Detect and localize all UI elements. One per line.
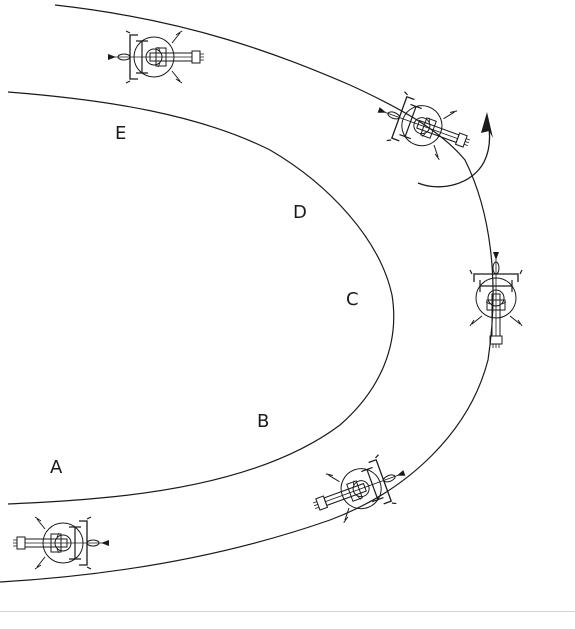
direction-arrow-head xyxy=(481,112,493,138)
motorcycle-5 xyxy=(12,516,110,570)
point-label-b: B xyxy=(257,411,270,432)
point-label-d: D xyxy=(293,202,307,223)
page-bottom-rule xyxy=(0,611,575,612)
motorcycle-1 xyxy=(107,30,205,84)
point-label-a: A xyxy=(50,457,63,478)
point-label-c: C xyxy=(346,289,359,310)
motorcycle-4 xyxy=(304,447,414,531)
motorcycle-2 xyxy=(369,84,479,168)
point-label-e: E xyxy=(115,123,127,144)
outer-track-line xyxy=(0,4,494,583)
inner-track-line xyxy=(7,91,395,505)
motorcycle-3 xyxy=(469,251,523,349)
